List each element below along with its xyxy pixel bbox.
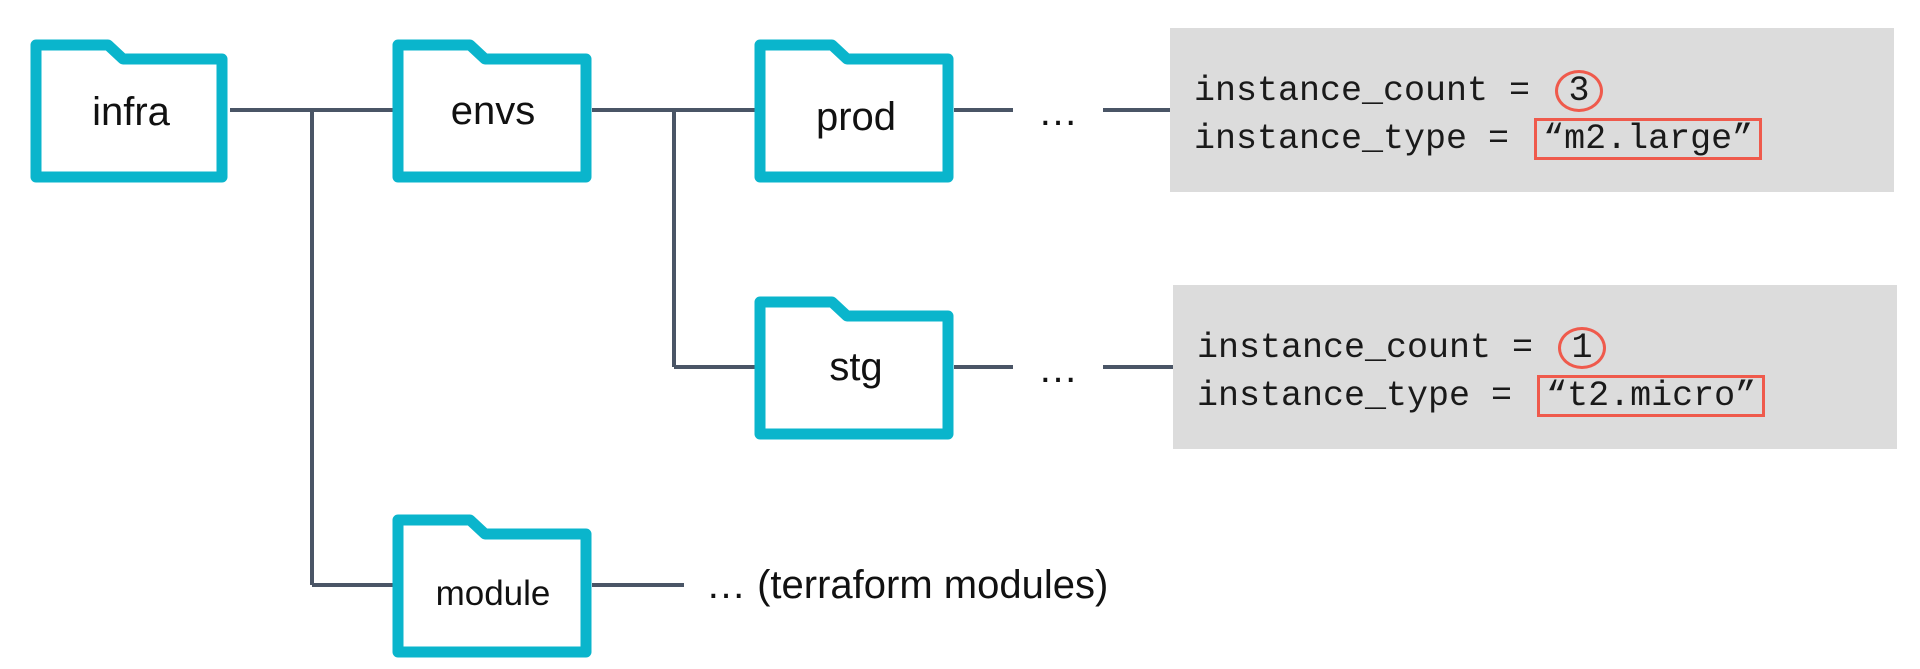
type-value-highlight: “m2.large” <box>1534 118 1763 160</box>
folder-label-prod: prod <box>816 95 896 139</box>
module-note: … (terraform modules) <box>706 563 1108 607</box>
folder-prod[interactable]: prod <box>754 39 954 183</box>
folder-icon <box>754 296 954 440</box>
config-line-type: instance_type = “m2.large” <box>1194 118 1763 160</box>
config-line-count: instance_count = 1 <box>1197 327 1607 369</box>
config-line-count: instance_count = 3 <box>1194 70 1604 112</box>
config-line-type: instance_type = “t2.micro” <box>1197 375 1766 417</box>
ellipsis-prod: … <box>1038 90 1078 134</box>
ellipsis-stg: … <box>1038 347 1078 391</box>
count-value-highlight: 3 <box>1555 70 1604 112</box>
folder-label-module: module <box>436 574 551 613</box>
folder-label-infra: infra <box>92 90 171 134</box>
config-box-stg: instance_count = 1 instance_type = “t2.m… <box>1173 285 1897 449</box>
config-key-count: instance_count = <box>1197 328 1555 368</box>
folder-stg[interactable]: stg <box>754 296 954 440</box>
type-value-highlight: “t2.micro” <box>1537 375 1766 417</box>
folder-icon <box>392 514 592 658</box>
folder-envs[interactable]: envs <box>392 39 592 183</box>
folder-label-envs: envs <box>451 89 536 133</box>
folder-infra[interactable]: infra <box>30 39 228 183</box>
folder-icon <box>30 39 228 183</box>
folder-module[interactable]: module <box>392 514 592 658</box>
config-key-type: instance_type = <box>1194 119 1531 159</box>
config-key-type: instance_type = <box>1197 376 1534 416</box>
folder-icon <box>392 39 592 183</box>
config-key-count: instance_count = <box>1194 71 1552 111</box>
count-value-highlight: 1 <box>1558 327 1607 369</box>
folder-icon <box>754 39 954 183</box>
config-box-prod: instance_count = 3 instance_type = “m2.l… <box>1170 28 1894 192</box>
folder-label-stg: stg <box>829 345 882 389</box>
tree-connectors <box>230 108 1173 587</box>
